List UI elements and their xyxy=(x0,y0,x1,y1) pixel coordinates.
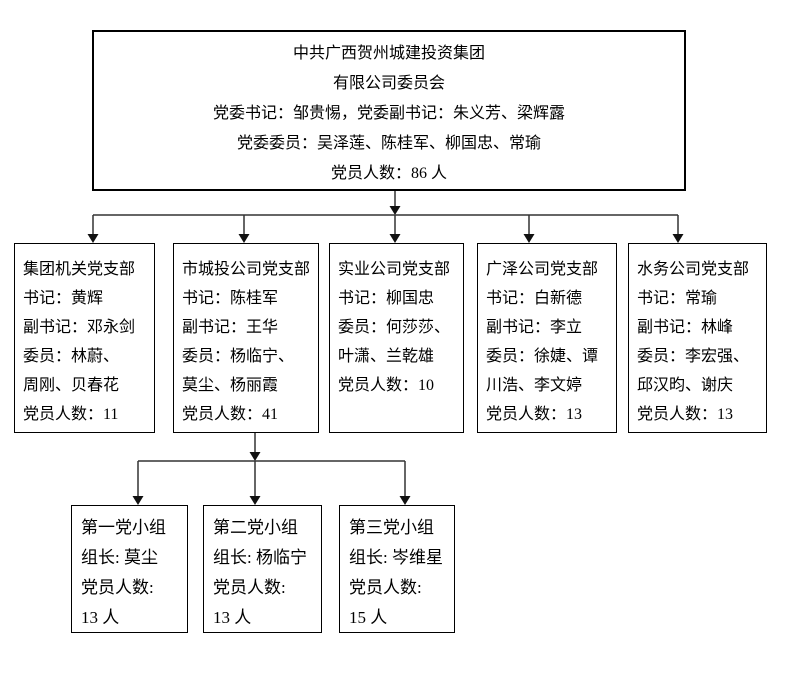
branch-members-line1: 委员：杨临宁、 xyxy=(182,348,295,365)
branch-members-line1: 委员：李宏强、 xyxy=(637,348,750,365)
branch-title: 广泽公司党支部 xyxy=(486,261,599,278)
arrowhead-group1 xyxy=(132,496,144,505)
arrowhead-branch5 xyxy=(672,234,684,243)
group-member-count-value: 13 人 xyxy=(81,608,120,627)
branch-members-line2: 周刚、贝春花 xyxy=(23,377,120,394)
branch-member-count: 党员人数：13 xyxy=(486,406,583,423)
arrowhead-branch2-stem xyxy=(249,452,261,461)
branch-secretary: 书记：陈桂军 xyxy=(182,290,279,307)
branch-deputy-secretary: 副书记：林峰 xyxy=(637,319,734,336)
branch-members-line2: 川浩、李文婷 xyxy=(486,377,583,394)
group-leader: 组长: 杨临宁 xyxy=(213,548,307,567)
branch-member-count: 党员人数：13 xyxy=(637,406,734,423)
branch-title: 水务公司党支部 xyxy=(637,261,750,278)
org-node-branch-jituan-jiguan: 集团机关党支部 书记：黄辉 副书记：邓永剑 委员：林蔚、 周刚、贝春花 党员人数… xyxy=(14,243,155,433)
org-node-group-3: 第三党小组 组长: 岑维星 党员人数: 15 人 xyxy=(339,505,455,633)
branch-members-line1: 委员：徐婕、谭 xyxy=(486,348,599,365)
group-member-count-value: 15 人 xyxy=(349,608,388,627)
branch-secretary: 书记：白新德 xyxy=(486,290,583,307)
committee-secretary-line: 党委书记：邹贵惕，党委副书记：朱义芳、梁辉露 xyxy=(212,105,565,122)
group-title: 第二党小组 xyxy=(213,518,298,537)
org-node-group-1: 第一党小组 组长: 莫尘 党员人数: 13 人 xyxy=(71,505,188,633)
committee-name-line2: 有限公司委员会 xyxy=(332,75,445,92)
arrowhead-branch1 xyxy=(87,234,99,243)
group-member-count-label: 党员人数: xyxy=(349,578,422,597)
org-node-group-2: 第二党小组 组长: 杨临宁 党员人数: 13 人 xyxy=(203,505,322,633)
branch-title: 集团机关党支部 xyxy=(23,261,136,278)
group-leader: 组长: 莫尘 xyxy=(81,548,158,567)
org-node-branch-shiye: 实业公司党支部 书记：柳国忠 委员：何莎莎、 叶潇、兰乾雄 党员人数：10 xyxy=(329,243,464,433)
committee-members-line: 党委委员：吴泽莲、陈桂军、柳国忠、常瑜 xyxy=(236,135,541,152)
branch-deputy-secretary: 副书记：邓永剑 xyxy=(23,319,136,336)
branch-member-count: 党员人数：41 xyxy=(182,406,279,423)
branch-member-count: 党员人数：11 xyxy=(23,406,119,423)
group-member-count-label: 党员人数: xyxy=(213,578,286,597)
branch-members-line1: 委员：林蔚、 xyxy=(23,348,120,365)
org-node-branch-shichengtou: 市城投公司党支部 书记：陈桂军 副书记：王华 委员：杨临宁、 莫尘、杨丽霞 党员… xyxy=(173,243,319,433)
branch-deputy-secretary: 副书记：王华 xyxy=(182,319,279,336)
committee-member-count: 党员人数：86 人 xyxy=(330,165,447,182)
arrowhead-group2 xyxy=(249,496,261,505)
group-member-count-label: 党员人数: xyxy=(81,578,154,597)
arrowhead-root-stem xyxy=(389,206,401,215)
branch-secretary: 书记：柳国忠 xyxy=(338,290,435,307)
org-node-branch-shuiwu: 水务公司党支部 书记：常瑜 副书记：林峰 委员：李宏强、 邱汉昀、谢庆 党员人数… xyxy=(628,243,767,433)
group-title: 第一党小组 xyxy=(81,518,166,537)
branch-deputy-secretary: 副书记：李立 xyxy=(486,319,583,336)
arrowhead-group3 xyxy=(399,496,411,505)
branch-members-line2: 叶潇、兰乾雄 xyxy=(338,348,435,365)
branch-title: 市城投公司党支部 xyxy=(182,261,311,278)
branch-members-line2: 邱汉昀、谢庆 xyxy=(637,377,734,394)
group-member-count-value: 13 人 xyxy=(213,608,252,627)
org-node-branch-guangze: 广泽公司党支部 书记：白新德 副书记：李立 委员：徐婕、谭 川浩、李文婷 党员人… xyxy=(477,243,617,433)
branch-members-line1: 委员：何莎莎、 xyxy=(338,319,451,336)
group-leader: 组长: 岑维星 xyxy=(349,548,443,567)
org-node-committee: 中共广西贺州城建投资集团 有限公司委员会 党委书记：邹贵惕，党委副书记：朱义芳、… xyxy=(92,30,686,191)
branch-title: 实业公司党支部 xyxy=(338,261,451,278)
committee-name-line1: 中共广西贺州城建投资集团 xyxy=(292,45,485,62)
branch-member-count: 党员人数：10 xyxy=(338,377,435,394)
branch-secretary: 书记：黄辉 xyxy=(23,290,104,307)
arrowhead-branch4 xyxy=(523,234,535,243)
branch-secretary: 书记：常瑜 xyxy=(637,290,718,307)
group-title: 第三党小组 xyxy=(349,518,434,537)
arrowhead-branch2 xyxy=(238,234,250,243)
branch-members-line2: 莫尘、杨丽霞 xyxy=(182,377,279,394)
arrowhead-branch3 xyxy=(389,234,401,243)
